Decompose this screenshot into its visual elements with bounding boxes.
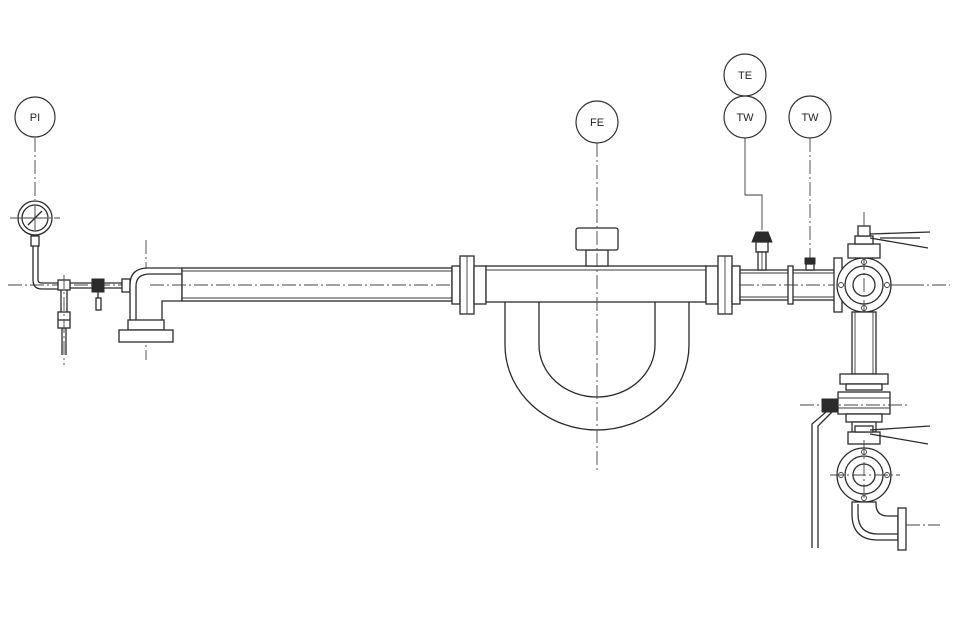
- impulse-line: [57, 275, 131, 365]
- te-label: TE: [738, 70, 752, 82]
- vertical-pipe: [839, 311, 889, 391]
- inlet-elbow: [118, 240, 183, 360]
- tw-label-2: TW: [801, 112, 819, 124]
- pi-instrument: PI: [10, 96, 60, 290]
- pi-bubble: [14, 96, 56, 138]
- coriolis-flowmeter: [485, 143, 707, 470]
- temperature-transmitter-icon: [751, 231, 773, 271]
- pressure-gauge-icon: [10, 200, 60, 236]
- te-leader-line: [744, 138, 763, 230]
- tw-label-1: TW: [736, 112, 754, 124]
- flowmeter-outlet-flange: [705, 255, 741, 315]
- drain-valve-icon: [821, 398, 839, 413]
- inlet-pipe: [150, 267, 460, 302]
- flowmeter-inlet-flange: [451, 255, 487, 315]
- fe-label: FE: [590, 117, 604, 129]
- pi-label: PI: [30, 112, 40, 124]
- outlet-spool: [739, 265, 841, 305]
- upper-valve: [833, 212, 931, 320]
- fe-bubble: [575, 100, 619, 144]
- lower-valve: [830, 425, 931, 510]
- outlet-elbow: [851, 501, 940, 551]
- thermowell-icon: [804, 257, 816, 271]
- needle-valve-icon: [91, 278, 105, 293]
